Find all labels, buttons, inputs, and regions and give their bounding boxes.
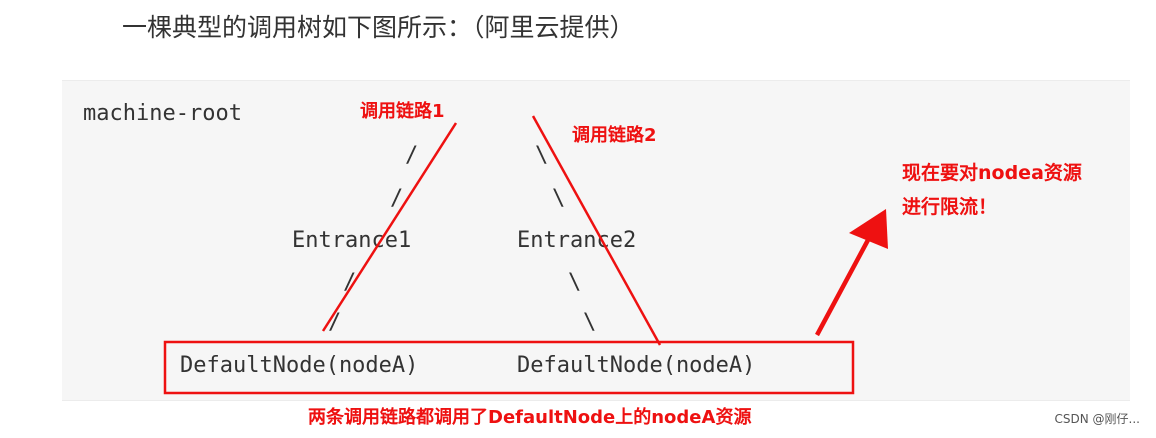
- tree-branch-right-lower-2: \: [583, 310, 597, 335]
- tree-branch-right-lower-1: \: [568, 270, 582, 295]
- tree-node-left-label: DefaultNode(nodeA): [180, 353, 419, 378]
- tree-branch-right-upper-1: \: [535, 143, 549, 168]
- tree-entrance2-label: Entrance2: [517, 228, 637, 253]
- call-tree-code-block: [62, 80, 1130, 401]
- limit-note-line1: 现在要对nodea资源: [902, 162, 1082, 184]
- tree-branch-left-lower-1: /: [343, 270, 357, 295]
- csdn-watermark: CSDN @刚仔...: [1054, 412, 1140, 426]
- chain1-line: [321, 122, 458, 332]
- tree-entrance1-label: Entrance1: [292, 228, 412, 253]
- nodes-highlight-box: [163, 340, 855, 395]
- tree-branch-right-upper-2: \: [552, 186, 566, 211]
- tree-root-label: machine-root: [83, 101, 242, 126]
- page-heading: 一棵典型的调用树如下图所示：（阿里云提供）: [122, 13, 635, 42]
- limit-arrow-shaft: [815, 238, 870, 337]
- limit-note-line2: 进行限流！: [902, 196, 998, 218]
- tree-branch-left-upper-2: /: [390, 186, 404, 211]
- chain2-label: 调用链路2: [572, 125, 657, 146]
- limit-arrow-head: [849, 209, 888, 249]
- chain1-label: 调用链路1: [360, 101, 445, 122]
- tree-node-right-label: DefaultNode(nodeA): [517, 353, 756, 378]
- tree-branch-left-upper-1: /: [405, 143, 419, 168]
- chain2-line: [531, 115, 662, 346]
- bottom-note: 两条调用链路都调用了DefaultNode上的nodeA资源: [308, 407, 752, 428]
